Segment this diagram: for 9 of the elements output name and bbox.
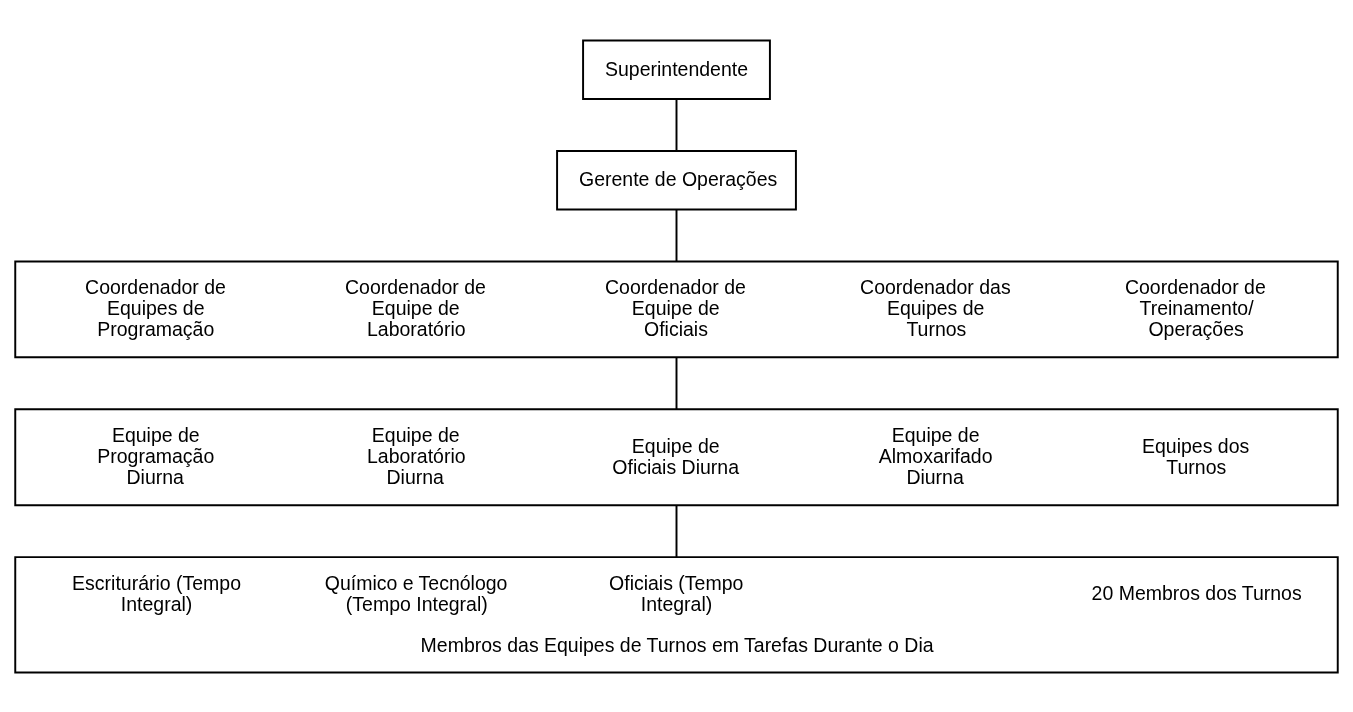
connector bbox=[675, 98, 678, 151]
node-box: Superintendente bbox=[582, 39, 771, 100]
node-box: Escriturário (Tempo Integral) Químico e Tecnólogo (Tempo Integral) Oficiais (Tempo Integral) 20 Membros dos Turnos Membros das Equipes de Turnos em Tarefas Durante o Dia bbox=[14, 555, 1339, 673]
node-box: Coordenador de Equipes de Programação Coordenador de Equipe de Laboratório Coordenador de Equipe de Oficiais Coordenador das Equipes de Turnos Coordenador de Treinamento/ Operações bbox=[14, 260, 1339, 358]
node-box: Gerente de Operações bbox=[556, 149, 797, 210]
connector bbox=[675, 208, 678, 262]
connector bbox=[675, 356, 678, 410]
node-box: Equipe de Programação Diurna Equipe de Laboratório Diurna Equipe de Oficiais Diurna Equipe de Almoxarifado Diurna Equipes dos Turnos bbox=[14, 407, 1339, 506]
connector bbox=[675, 503, 678, 558]
